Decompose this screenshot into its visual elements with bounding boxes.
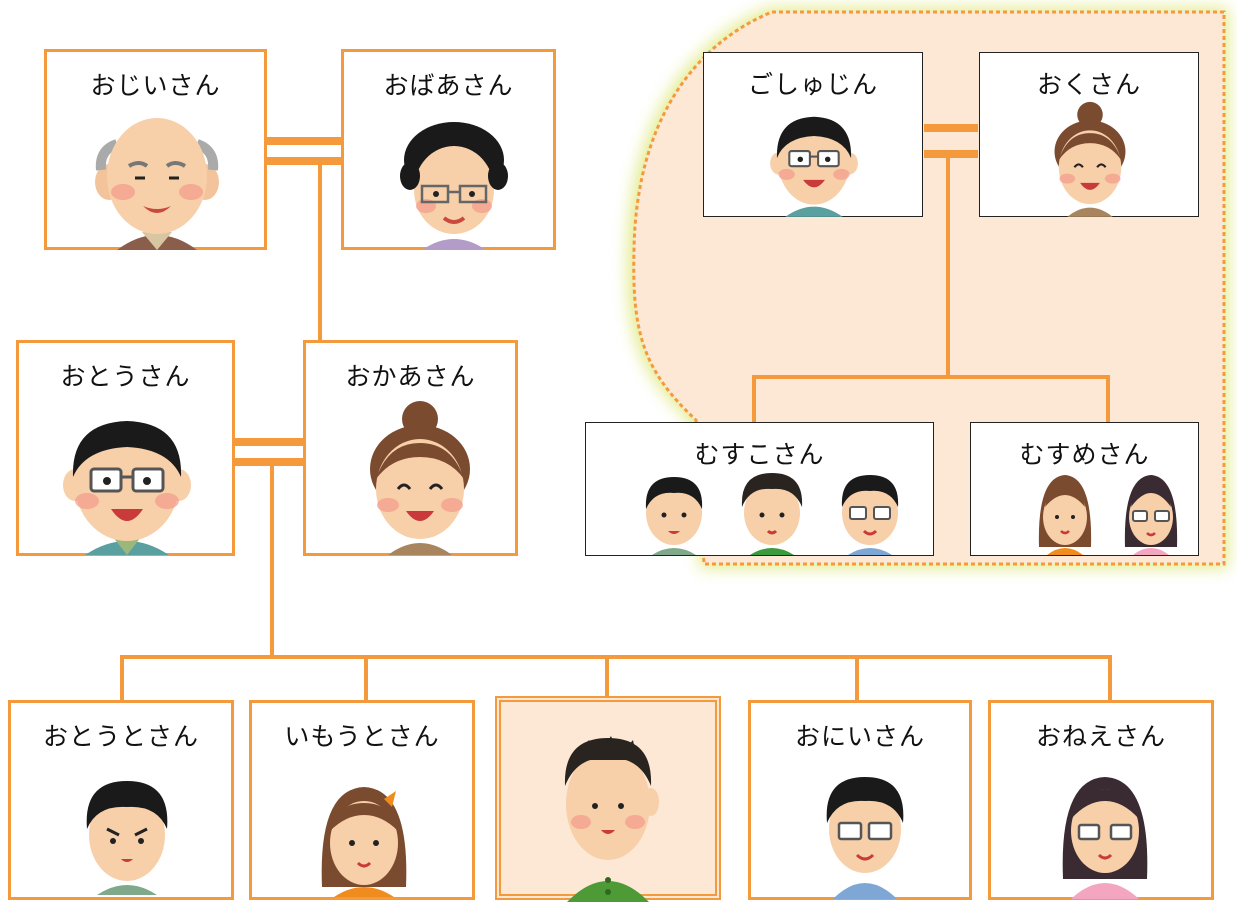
father-label: おとうさん <box>60 362 191 391</box>
wife-illustration <box>1054 101 1126 217</box>
son-illustration-2 <box>741 473 803 555</box>
parents-marriage-line <box>234 438 304 446</box>
children-branch-line <box>120 655 1112 659</box>
mother-illustration <box>370 401 470 555</box>
child-drop-line <box>1106 375 1110 423</box>
younger-brother-label: おとうとさん <box>42 722 199 751</box>
grandparents-to-parent-line <box>318 160 322 340</box>
husband-illustration <box>770 116 858 217</box>
son-illustration-1 <box>645 477 703 555</box>
younger-sister-card: いもうとさん <box>249 700 475 900</box>
couple-marriage-line <box>924 124 978 132</box>
younger-brother-card: おとうとさん <box>8 700 234 900</box>
husband-card: ごしゅじん <box>703 52 923 217</box>
mother-card: おかあさん <box>303 340 518 556</box>
couple-to-children-line <box>946 155 950 377</box>
grandfather-label: おじいさん <box>90 71 221 100</box>
daughter-illustration-2 <box>1124 475 1178 555</box>
older-brother-illustration <box>826 777 904 899</box>
grandparents-marriage-line <box>266 137 342 145</box>
daughter-card: むすめさん <box>970 422 1199 556</box>
older-sister-illustration <box>1062 777 1148 899</box>
grandmother-illustration <box>400 122 508 250</box>
parents-to-children-line <box>270 460 274 657</box>
older-brother-card: おにいさん <box>748 700 972 900</box>
child-drop-line <box>120 655 124 701</box>
self-card <box>495 696 721 902</box>
couple-children-branch-line <box>752 375 1110 379</box>
child-drop-line <box>855 655 859 701</box>
grandfather-illustration <box>95 118 219 250</box>
older-brother-label: おにいさん <box>794 722 925 751</box>
father-illustration <box>63 421 191 555</box>
son-illustration-3 <box>841 475 899 555</box>
child-drop-line <box>364 655 368 701</box>
daughter-label: むすめさん <box>1019 440 1150 469</box>
parents-marriage-line <box>234 458 304 466</box>
child-drop-line <box>605 655 609 697</box>
grandfather-card: おじいさん <box>44 49 267 250</box>
son-label: むすこさん <box>694 440 825 469</box>
husband-label: ごしゅじん <box>747 70 878 99</box>
self-illustration <box>564 736 659 902</box>
older-sister-label: おねえさん <box>1035 722 1166 751</box>
grandmother-label: おばあさん <box>383 71 514 100</box>
younger-brother-illustration <box>86 781 168 895</box>
daughter-illustration-1 <box>1038 475 1092 555</box>
son-card: むすこさん <box>585 422 934 556</box>
older-sister-card: おねえさん <box>988 700 1214 900</box>
wife-card: おくさん <box>979 52 1199 217</box>
couple-marriage-line <box>924 150 978 158</box>
father-card: おとうさん <box>16 340 235 556</box>
younger-sister-illustration <box>321 787 407 897</box>
child-drop-line <box>752 375 756 423</box>
wife-label: おくさん <box>1036 70 1141 99</box>
younger-sister-label: いもうとさん <box>284 722 440 751</box>
child-drop-line <box>1108 655 1112 701</box>
grandmother-card: おばあさん <box>341 49 556 250</box>
mother-label: おかあさん <box>345 362 476 391</box>
grandparents-marriage-line <box>266 157 342 165</box>
